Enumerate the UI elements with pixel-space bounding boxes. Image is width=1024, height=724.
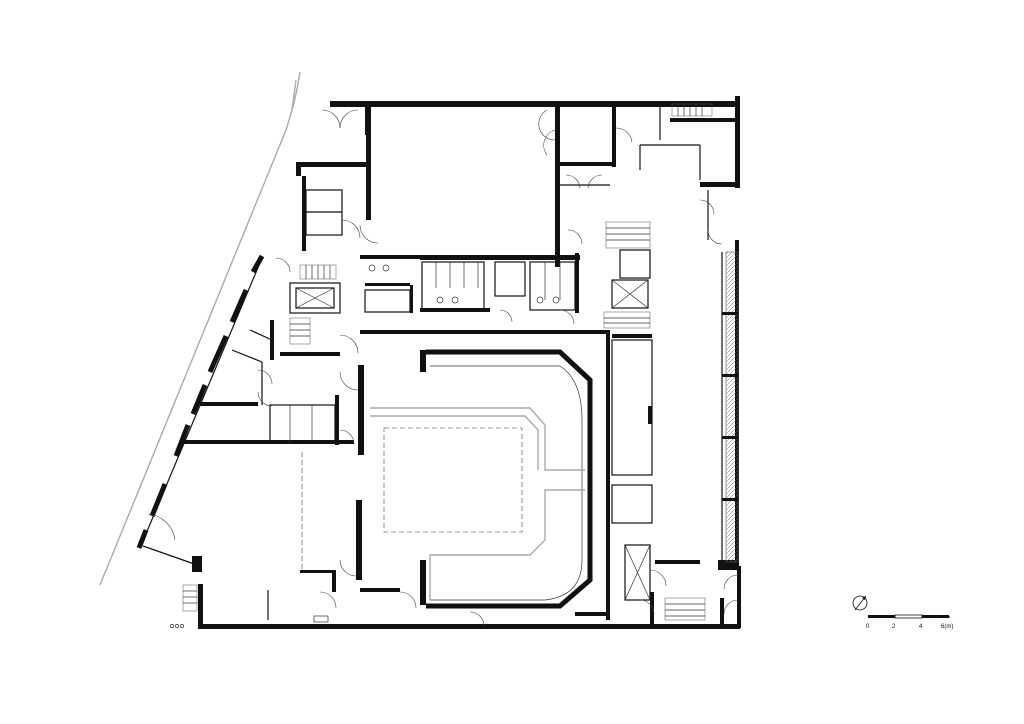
fixtures (170, 264, 560, 628)
east-zone (603, 103, 739, 627)
west-core (270, 264, 341, 360)
outer-walls (198, 96, 741, 629)
door-swings (257, 109, 739, 627)
north-hall (360, 107, 738, 260)
toilet-block (364, 253, 580, 313)
scale-bar: 0 2 4 6(m) (866, 614, 953, 630)
north-arrow-icon (852, 595, 868, 611)
west-facade (136, 254, 265, 567)
scale-tick-6m: 6(m) (941, 624, 953, 630)
scale-tick-0: 0 (866, 624, 870, 630)
scale-tick-4: 4 (919, 624, 923, 630)
auditorium (356, 330, 610, 620)
scale-tick-2: 2 (892, 624, 896, 630)
west-rooms (182, 189, 354, 620)
street-edge (99, 71, 301, 586)
